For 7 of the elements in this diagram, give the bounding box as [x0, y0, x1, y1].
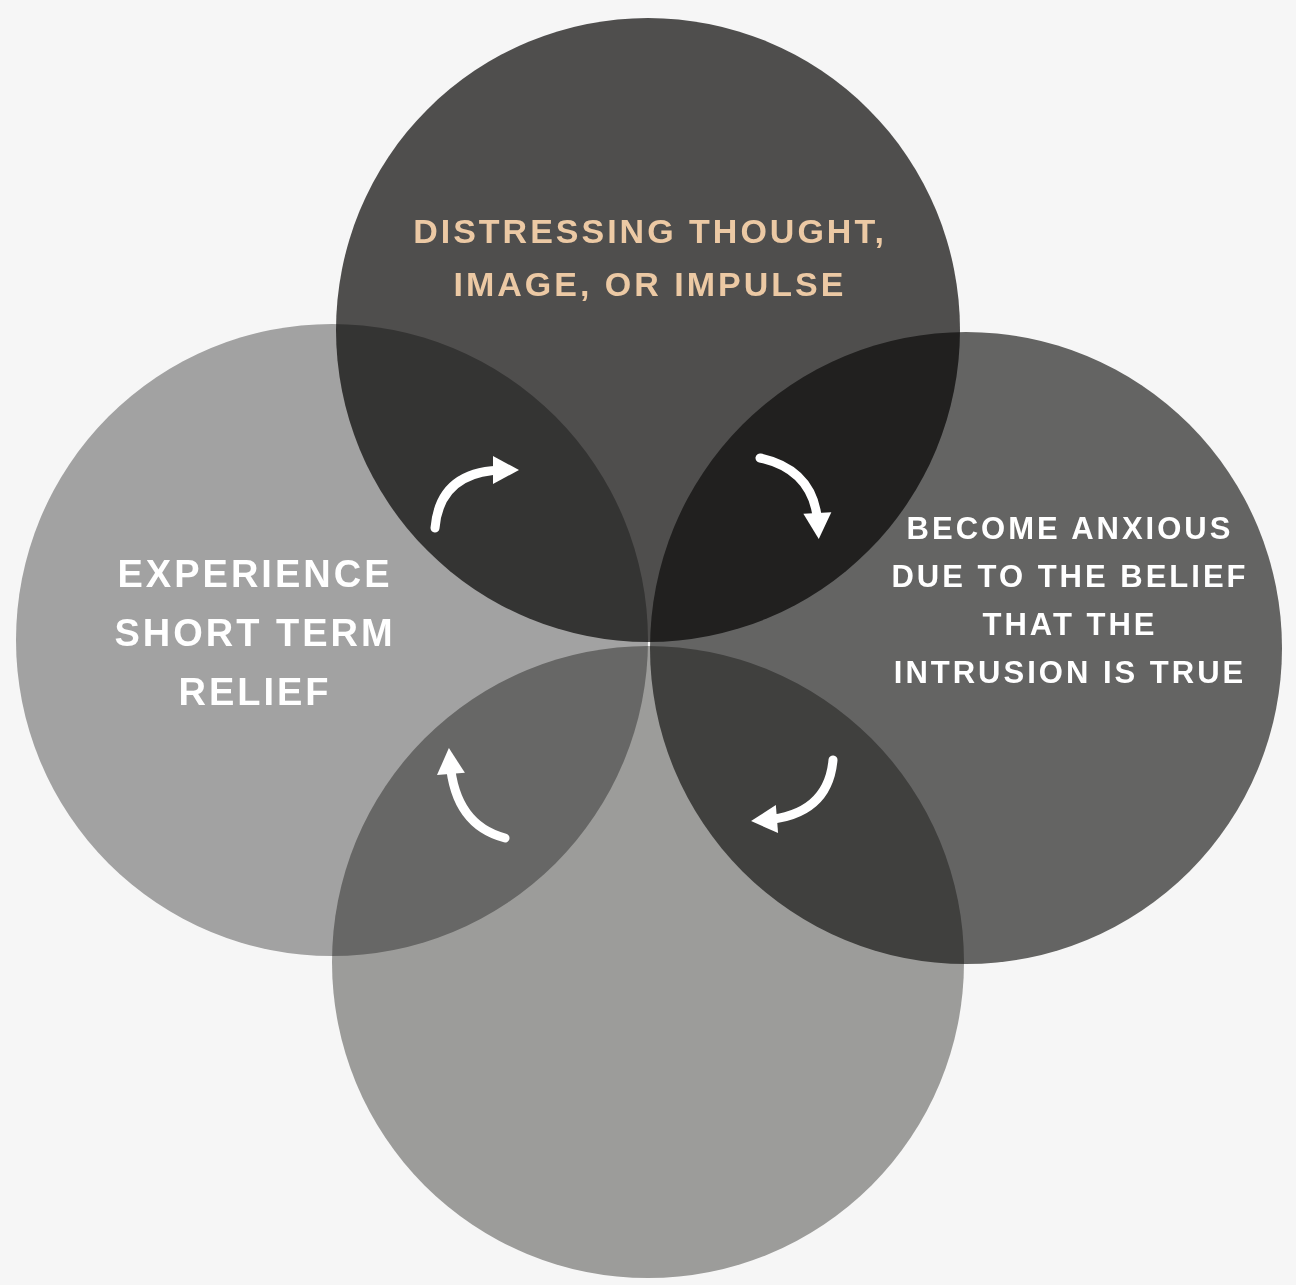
curved-arrow [430, 456, 519, 533]
node-label: BECOME ANXIOUS DUE TO THE BELIEF THAT THE INTRUSION IS TRUE [890, 510, 1250, 693]
curved-arrow [751, 755, 838, 833]
node-label: EXPERIENCE SHORT TERM RELIEF [113, 552, 397, 715]
curved-arrow [437, 748, 510, 843]
node-label: DISTRESSING THOUGHT, IMAGE, OR IMPULSE [412, 211, 888, 305]
curved-arrow [755, 453, 831, 539]
